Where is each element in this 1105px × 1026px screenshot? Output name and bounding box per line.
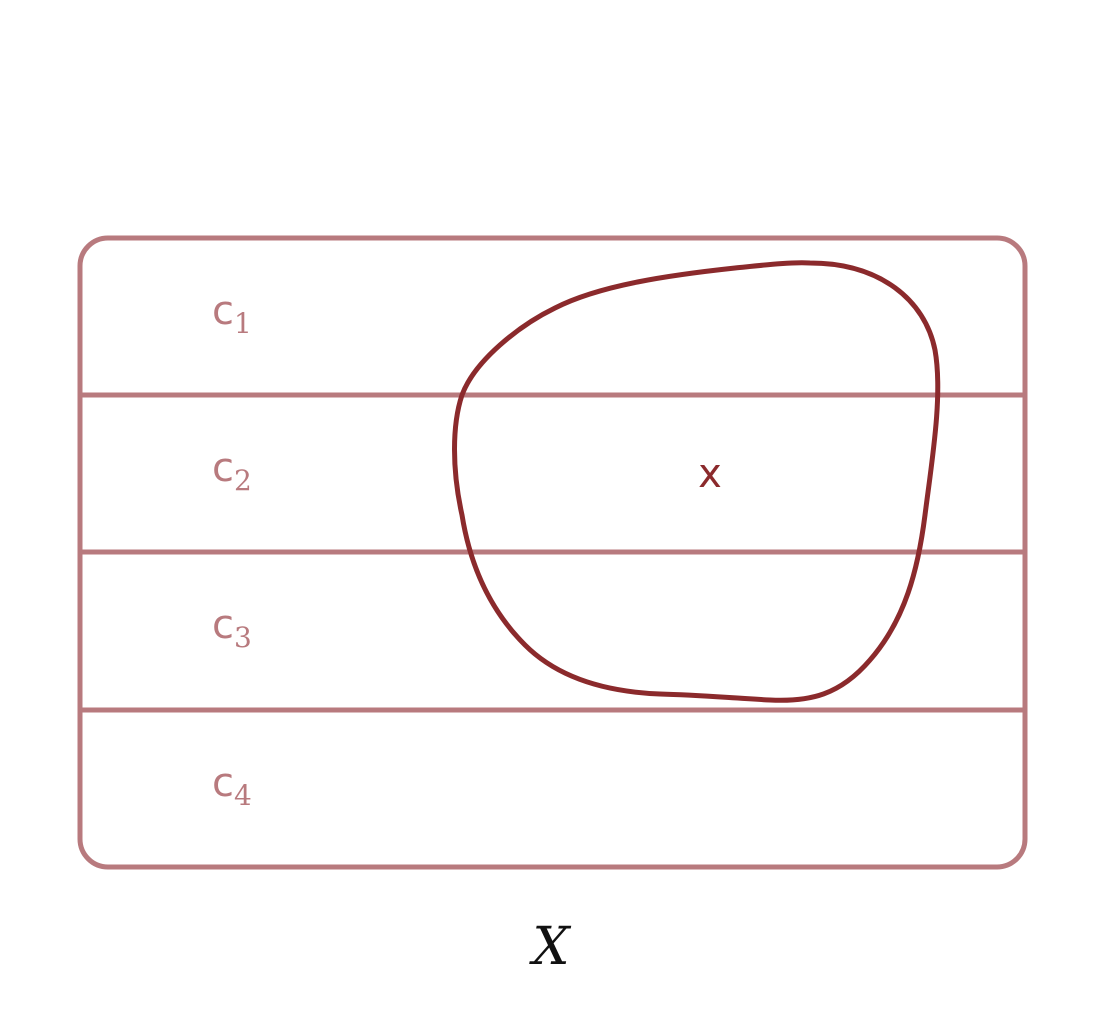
class-index: 3 [234,621,252,654]
class-index: 2 [234,464,252,497]
point-label: x [698,451,722,497]
class-letter: c [212,760,234,806]
class-letter: c [212,602,234,648]
class-letter: c [212,445,234,491]
set-label: X [528,917,571,977]
class-index: 4 [234,779,252,812]
class-label-4: c4 [212,760,252,812]
class-index: 1 [234,307,252,340]
class-label-1: c1 [212,288,252,340]
blob-region [452,260,941,703]
class-label-3: c3 [212,602,252,654]
class-letter: c [212,288,234,334]
class-label-2: c2 [212,445,252,497]
